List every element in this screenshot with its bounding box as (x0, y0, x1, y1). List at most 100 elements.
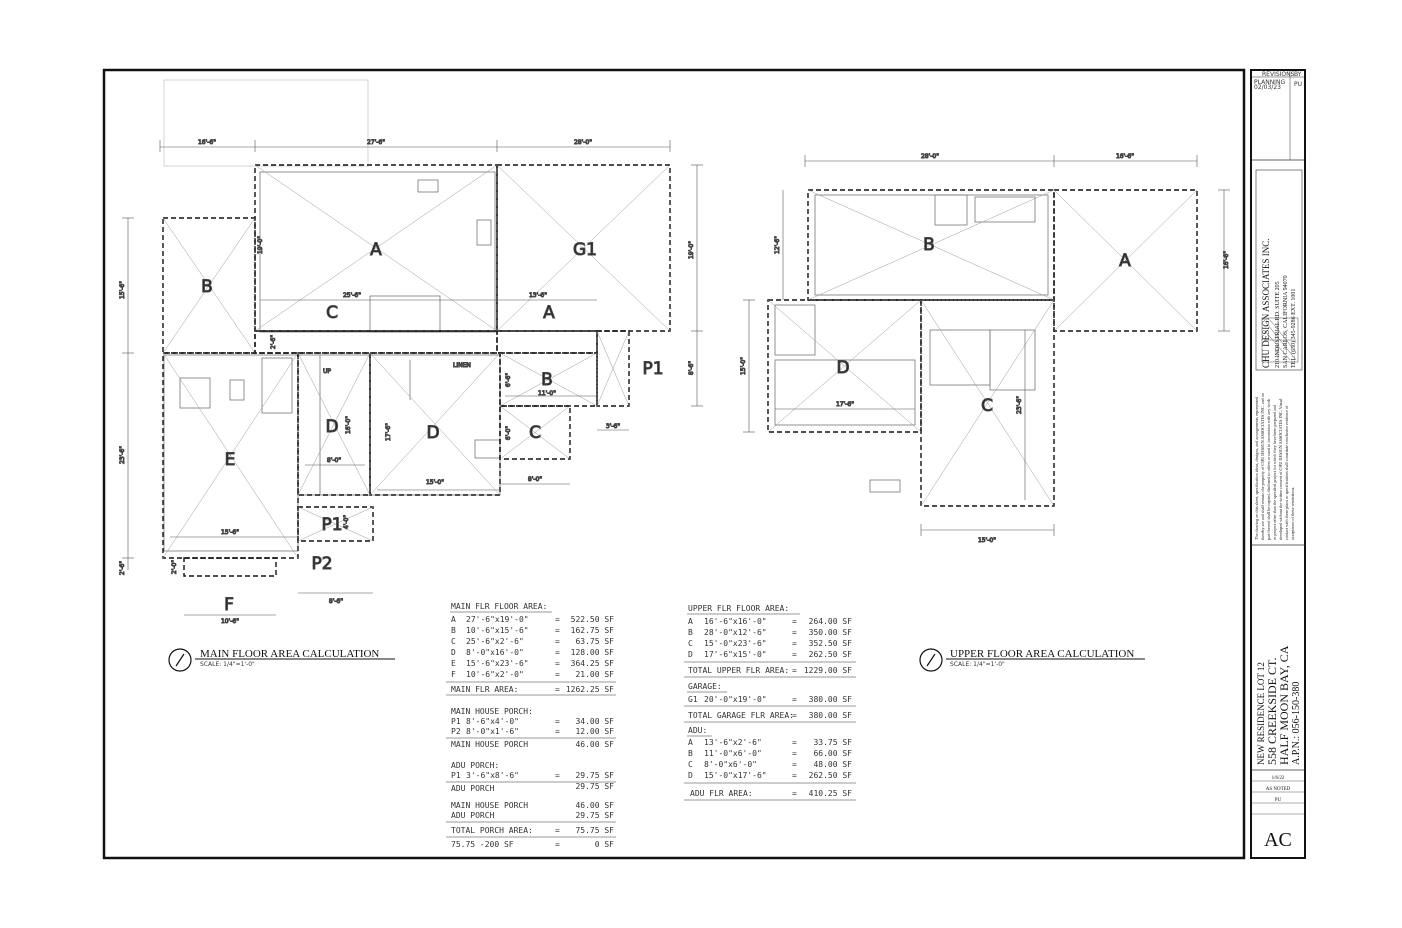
upper-area-label-b: B (923, 235, 935, 255)
table-row-value: 262.50 SF (809, 650, 853, 659)
table-row-key: A (688, 738, 693, 747)
dim-main-f-horiz: 10'-6" (221, 618, 239, 625)
main-area-label-b2: B (541, 370, 553, 390)
notice-line: contact with these plans or specificatio… (1284, 405, 1289, 540)
upper-area-label-a: A (1119, 251, 1131, 271)
upper-total-label: TOTAL UPPER FLR AREA: (688, 666, 789, 675)
upper-walls (774, 194, 1049, 493)
main-area-label-b: B (201, 277, 213, 297)
table-row-value: 162.75 SF (571, 626, 615, 635)
table-row-eq: = (555, 771, 560, 780)
upper-plan-title-text: UPPER FLOOR AREA CALCULATION (950, 648, 1134, 660)
table-row-value: 29.75 SF (575, 771, 614, 780)
dim-main-p1-vert: 4'-0" (343, 515, 350, 529)
table-row-eq: = (792, 617, 797, 626)
dim-main-left2: 23'-6" (119, 446, 126, 464)
upper-area-outlines (767, 189, 1198, 507)
dim-main-p1-right: 3'-6" (606, 423, 620, 430)
table-row-eq: = (792, 695, 797, 704)
table-row-key: B (451, 626, 456, 635)
main-porch-total: 46.00 SF (575, 740, 614, 749)
main-area-outlines (162, 164, 671, 577)
table-row-key: G1 (688, 695, 698, 704)
dim-upper-top1: 28'-0" (921, 153, 939, 160)
dim-upper-a-vert: 16'-6" (1223, 251, 1230, 269)
dim-main-right1: 19'-0" (688, 241, 695, 259)
main-area-label-p1: P1 (642, 359, 663, 379)
main-area-label-a: A (370, 240, 382, 260)
main-plan-title: MAIN FLOOR AREA CALCULATION SCALE: 1/4"=… (168, 648, 395, 672)
table-row-value: 380.00 SF (809, 695, 853, 704)
table-row-dim: 15'-6"x23'-6" (466, 659, 529, 668)
main-plan-scale: SCALE: 1/4"=1'-0" (200, 661, 255, 668)
dim-main-e-bottom: 15'-6" (221, 529, 239, 536)
adu-total: 410.25 SF (809, 789, 853, 798)
table-row-value: 352.50 SF (809, 639, 853, 648)
garage-total: 380.00 SF (809, 711, 853, 720)
table-row-key: P1 (451, 717, 461, 726)
firm-name: CHU DESIGN ASSOCIATES INC. (1261, 238, 1271, 368)
sheet-date: 1/6/22 (1272, 776, 1285, 781)
dim-main-f-vert: 2'-0" (171, 560, 178, 574)
notice-line: thereby are and shall remain the propert… (1260, 393, 1265, 540)
main-area-label-p2: P2 (311, 554, 332, 574)
table-row-value: 522.50 SF (571, 615, 615, 624)
main-table-title: MAIN FLR FLOOR AREA: (451, 602, 547, 611)
table-row-eq: = (555, 840, 560, 849)
sum-row-value: 29.75 SF (575, 811, 614, 820)
firm-logo-icon (1261, 317, 1299, 363)
section-marker-icon (919, 648, 943, 672)
table-row-key: F (451, 670, 456, 679)
adu-porch-total-label: ADU PORCH (451, 784, 495, 793)
table-row-dim: 17'-6"x15'-0" (704, 650, 767, 659)
table-row-eq: = (555, 637, 560, 646)
table-row-dim: 8'-0"x16'-0" (466, 648, 524, 657)
main-porch-title: MAIN HOUSE PORCH: (451, 707, 533, 716)
project-name: NEW RESIDENCE LOT 12 (1256, 662, 1266, 765)
table-row-eq: = (792, 738, 797, 747)
table-row-eq: = (555, 727, 560, 736)
dim-main-b-vert: 6'-6" (505, 373, 512, 387)
dim-main-a-vert: 19'-0" (257, 236, 264, 254)
adu-total-label: ADU FLR AREA: (690, 789, 753, 798)
table-row-dim: 8'-0"x1'-6" (466, 727, 519, 736)
project-apn: A.P.N.: 056-150-380 (1291, 682, 1302, 765)
revision-by: PU (1294, 81, 1302, 88)
table-row-eq: = (792, 639, 797, 648)
notice-line: developed without the written consent of… (1278, 398, 1283, 540)
table-row-value: 66.00 SF (813, 749, 852, 758)
table-row-eq: = (555, 615, 560, 624)
main-floor-plan: A G1 B C A E D D B C P1 P1 P2 F LINEN UP… (119, 79, 703, 626)
sheet-drawn-by: PU (1275, 798, 1282, 803)
drawing-border (102, 68, 1246, 860)
table-row-eq: = (555, 670, 560, 679)
table-row-dim: 16'-6"x16'-0" (704, 617, 767, 626)
main-porch-total-label: MAIN HOUSE PORCH (451, 740, 528, 749)
dim-main-d1-vert: 16'-0" (345, 416, 352, 434)
main-area-label-e: E (225, 450, 236, 470)
table-row-dim: 27'-6"x19'-0" (466, 615, 529, 624)
dim-main-d2-vert: 17'-6" (385, 423, 392, 441)
dim-main-p2-horiz: 8'-6" (329, 598, 343, 605)
table-row-dim: 10'-6"x15'-6" (466, 626, 529, 635)
table-row-value: 63.75 SF (575, 637, 614, 646)
upper-dimension-lines (743, 155, 1230, 536)
total-porch-value: 75.75 SF (575, 826, 614, 835)
table-row-dim: 15'-0"x17'-6" (704, 771, 767, 780)
upper-table-title: UPPER FLR FLOOR AREA: (688, 604, 789, 613)
revision-text: PLANNING (1254, 79, 1285, 86)
adu-porch-total: 29.75 SF (575, 782, 614, 791)
dim-upper-b-vert: 12'-6" (774, 236, 781, 254)
table-row-key: A (688, 617, 693, 626)
table-row-value: 262.50 SF (809, 771, 853, 780)
table-row-dim: 28'-0"x12'-6" (704, 628, 767, 637)
dim-main-a-inner: 13'-6" (529, 292, 547, 299)
main-area-label-f: F (224, 595, 234, 615)
dim-upper-d-horiz: 17'-6" (836, 401, 854, 408)
table-row-dim: 11'-0"x6'-0" (704, 749, 762, 758)
dim-upper-d-vert: 15'-0" (740, 357, 747, 375)
sum-row-key: ADU PORCH (451, 811, 495, 820)
main-area-label-d: D (325, 417, 338, 437)
table-row-eq: = (792, 749, 797, 758)
table-row-value: 128.00 SF (571, 648, 615, 657)
